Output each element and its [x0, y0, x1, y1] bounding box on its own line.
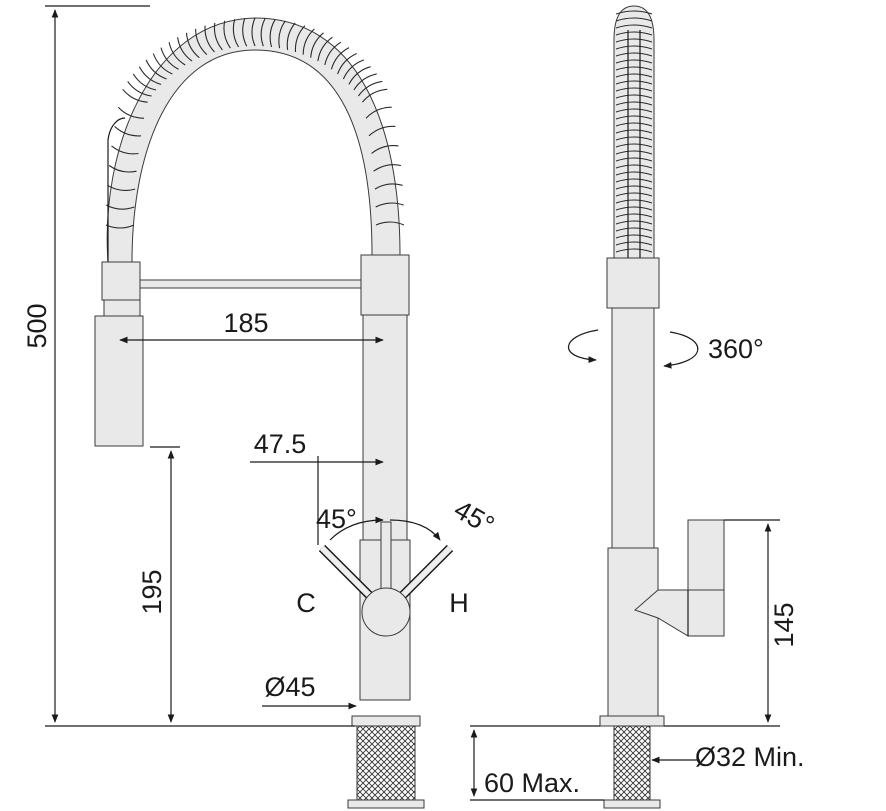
label-hot: H: [449, 588, 469, 618]
label-spout-reach: 185: [223, 308, 268, 338]
side-top-block: [606, 257, 660, 309]
rotation-arrow-left-icon: [567, 329, 599, 363]
label-side-lever-height: 145: [769, 602, 799, 647]
spray-head-ring: [103, 299, 141, 317]
label-cold: C: [296, 588, 316, 618]
lever-handles: [318, 521, 454, 637]
side-spring-coil: [613, 5, 655, 259]
front-base-plate: [351, 715, 421, 727]
spray-head-collar: [101, 261, 141, 301]
label-angle-right: 45°: [449, 494, 499, 540]
label-spout-clearance: 195: [137, 569, 167, 614]
front-spring-coil: [105, 17, 405, 263]
side-base: [607, 547, 659, 719]
angle-arc-right: [389, 519, 441, 541]
label-rotation: 360°: [708, 334, 764, 364]
side-lever: [634, 519, 725, 637]
side-view: 360° 145 Ø32 Min. 60 Max.: [470, 5, 805, 809]
angle-arc-left: [329, 516, 384, 541]
spout-arm: [139, 279, 366, 289]
front-shank: [356, 725, 416, 803]
side-nut: [603, 799, 661, 809]
label-total-height: 500: [22, 303, 52, 348]
side-column: [611, 307, 655, 549]
label-deck-thickness: 60 Max.: [484, 768, 580, 798]
spray-head: [94, 315, 144, 447]
side-base-plate: [599, 715, 665, 727]
label-body-diameter: Ø45: [264, 672, 315, 702]
side-shank: [613, 725, 651, 803]
front-view: 500 185 195 47.5 45° 45° C H Ø45: [22, 5, 499, 809]
label-hole-diameter: Ø32 Min.: [695, 742, 805, 772]
body-column: [362, 314, 408, 541]
label-angle-left: 45°: [316, 504, 357, 534]
label-lever-offset: 47.5: [254, 429, 307, 459]
rotation-arrow-right-icon: [663, 331, 699, 369]
front-nut: [347, 799, 425, 809]
front-hose: [107, 117, 126, 262]
body-top-block: [360, 254, 410, 316]
